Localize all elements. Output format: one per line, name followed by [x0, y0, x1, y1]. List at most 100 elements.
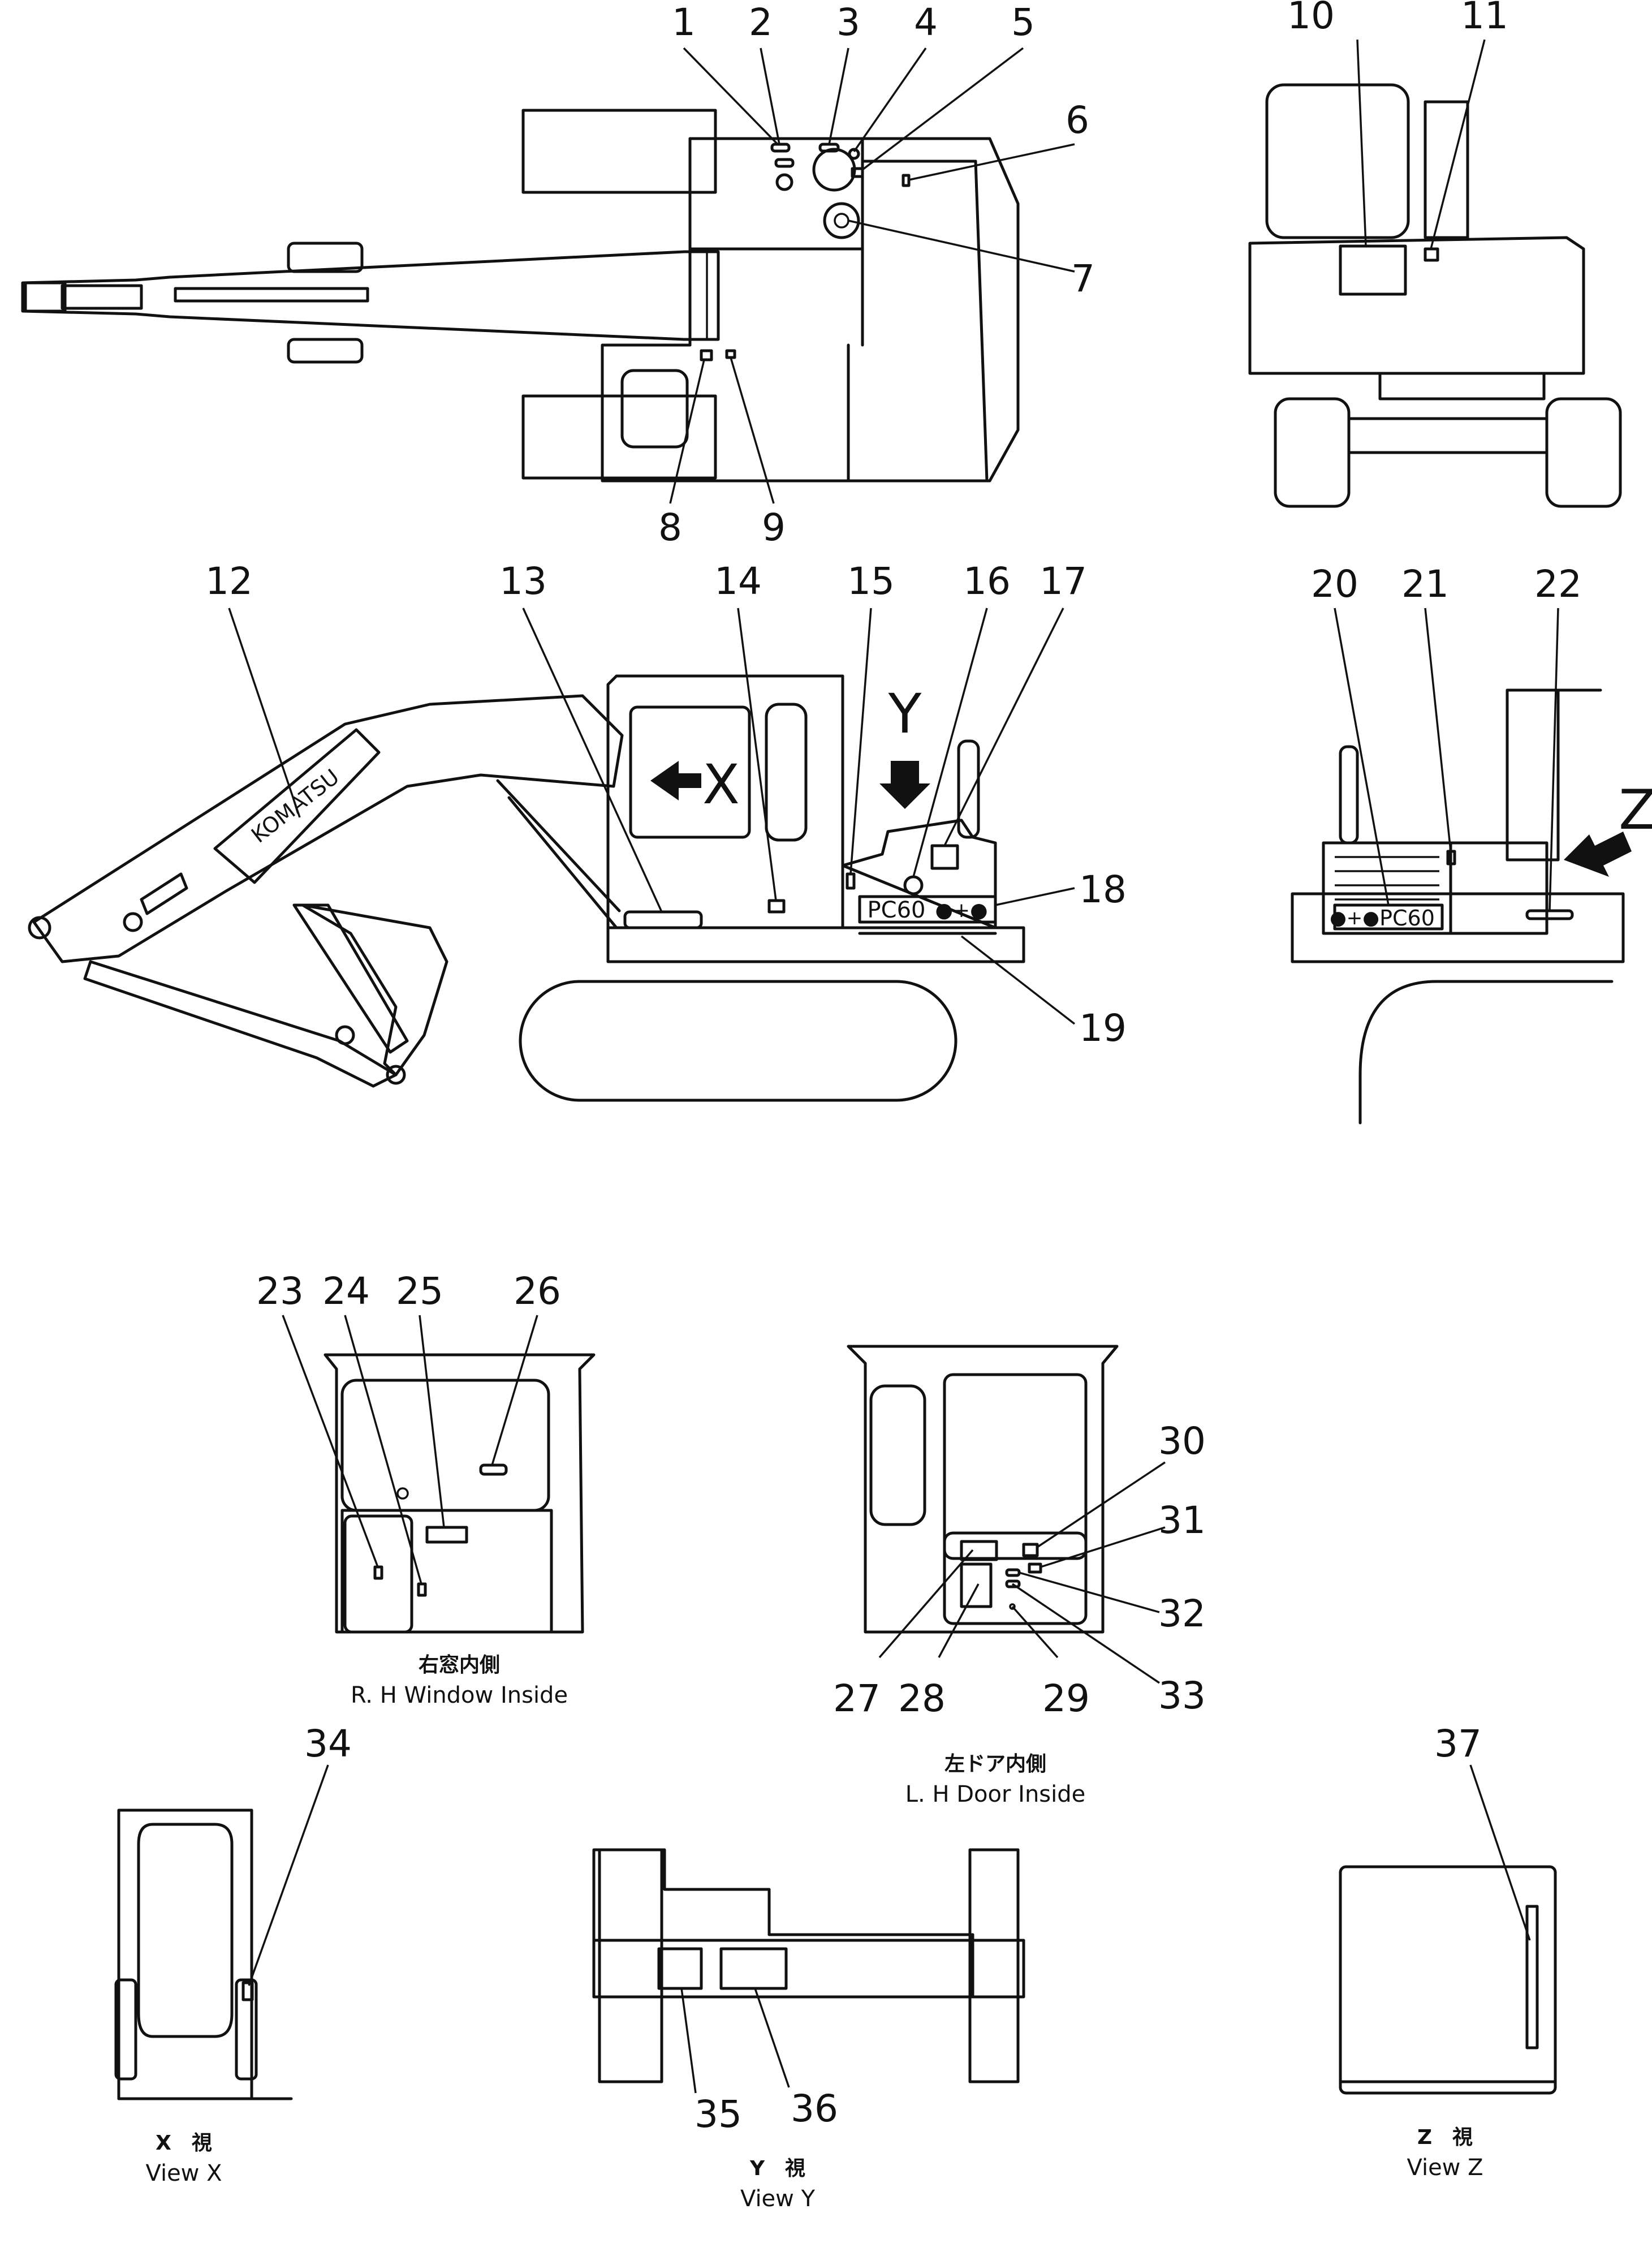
callout-33: 33 — [1158, 1674, 1206, 1717]
caption-view-x-jp: X 視 — [156, 2132, 212, 2155]
callout-24: 24 — [322, 1269, 370, 1313]
decal-18-plate — [858, 895, 997, 924]
view-y-frame — [592, 1848, 974, 1999]
callout-21: 21 — [1401, 562, 1449, 606]
callout-6: 6 — [1066, 98, 1089, 142]
callout-16: 16 — [963, 559, 1011, 603]
caption-view-x-en: View X — [145, 2160, 222, 2186]
rear-side-track — [1358, 980, 1614, 1125]
decal-30-mark — [1022, 1543, 1039, 1557]
callout-23: 23 — [256, 1269, 304, 1313]
view-z-frame — [1339, 1865, 1557, 2095]
decal-14-mark — [767, 899, 786, 914]
decal-25-mark — [425, 1526, 468, 1544]
decal-22-mark — [1525, 909, 1574, 920]
decal-34-mark — [241, 1981, 254, 2001]
callout-37: 37 — [1434, 1722, 1482, 1766]
decal-36-mark — [719, 1947, 788, 1990]
callout-9: 9 — [762, 506, 786, 549]
lh-door-window — [943, 1373, 1088, 1560]
caption-view-z-jp: Z 視 — [1417, 2126, 1473, 2149]
rear-upper-body — [1248, 236, 1585, 375]
caption-rh-window-jp: 右窓内側 — [419, 1654, 500, 1677]
rear-side-frame — [1291, 892, 1625, 963]
callout-11: 11 — [1461, 0, 1508, 37]
boom-cylinder — [507, 796, 618, 929]
callout-19: 19 — [1079, 1006, 1127, 1050]
caption-view-y-jp: Y 視 — [749, 2157, 805, 2180]
callout-29: 29 — [1042, 1677, 1090, 1720]
callout-12: 12 — [205, 559, 253, 603]
callout-20: 20 — [1311, 562, 1358, 606]
callout-31: 31 — [1158, 1499, 1206, 1542]
top-boom — [21, 250, 720, 341]
side-arm — [83, 960, 398, 1088]
decal-37-mark — [1525, 1905, 1539, 2049]
view-x: 34 X 視 View X — [114, 1722, 352, 2186]
model-plate-side: PC60 — [868, 897, 926, 923]
callout-25: 25 — [396, 1269, 443, 1313]
decal-27-mark — [960, 1540, 998, 1561]
decal-23-mark — [373, 1565, 383, 1580]
decal-31-mark — [1028, 1562, 1042, 1574]
callout-4: 4 — [914, 1, 938, 44]
callout-30: 30 — [1158, 1419, 1206, 1463]
caption-lh-door-en: L. H Door Inside — [905, 1781, 1086, 1807]
callout-28: 28 — [898, 1677, 946, 1720]
rh-window-inside-view: 23 24 25 26 右窓内側 R. H Window Inside — [256, 1269, 596, 1708]
lh-door-inside-view: 30 31 32 33 27 28 29 左ドア内側 L. H Door Ins… — [833, 1345, 1206, 1807]
callout-35: 35 — [695, 2092, 742, 2136]
callout-34: 34 — [304, 1722, 352, 1766]
callout-10: 10 — [1287, 0, 1335, 37]
top-upper-body — [601, 137, 1020, 483]
callout-17: 17 — [1039, 559, 1087, 603]
callout-32: 32 — [1158, 1592, 1206, 1635]
callout-13: 13 — [499, 559, 547, 603]
rear-exhaust — [1424, 100, 1469, 239]
view-y: 35 36 Y 視 View Y — [592, 1848, 1025, 2212]
decal-11-mark — [1424, 247, 1439, 262]
view-z-letter: Z — [1619, 778, 1652, 842]
decal-33-mark — [1005, 1579, 1021, 1588]
decal-17-mark — [930, 844, 959, 870]
decal-13-mark — [623, 910, 703, 929]
rear-side-counterweight — [1506, 688, 1560, 862]
decal-4-mark — [848, 148, 860, 160]
view-y-arrow — [879, 761, 930, 809]
top-track-lower — [521, 394, 717, 480]
decal-7-mark — [823, 202, 860, 239]
decal-24-mark — [417, 1582, 427, 1597]
top-view: 1 2 3 4 5 6 7 8 9 — [21, 1, 1095, 549]
callout-27: 27 — [833, 1677, 881, 1720]
decal-32-mark — [1005, 1568, 1021, 1577]
side-exhaust — [957, 739, 980, 839]
callout-18: 18 — [1079, 868, 1127, 911]
side-view: PC60 ●+● X Y KOMATSU 12 13 14 — [28, 559, 1127, 1102]
decal-26-mark — [479, 1463, 508, 1476]
svg-text:●+●: ●+● — [1330, 907, 1379, 929]
rear-side-view: PC60 ●+● Z 20 21 22 — [1291, 562, 1652, 1125]
decal-8-mark — [700, 349, 713, 361]
side-bucket — [301, 903, 448, 1077]
decal-35-mark — [657, 1947, 703, 1990]
callout-1: 1 — [672, 1, 696, 44]
view-z-arrow — [1564, 832, 1632, 877]
caption-view-z-en: View Z — [1407, 2155, 1483, 2181]
callout-26: 26 — [514, 1269, 561, 1313]
view-x-arrow — [650, 761, 701, 800]
side-bucket-link — [292, 903, 409, 1054]
callout-15: 15 — [847, 559, 895, 603]
callout-14: 14 — [714, 559, 762, 603]
view-x-letter: X — [702, 753, 740, 816]
decal-16-mark — [903, 875, 924, 895]
lh-door-frame — [847, 1345, 1119, 1634]
callout-2: 2 — [749, 1, 773, 44]
decal-10-mark — [1339, 244, 1407, 296]
decal-2b-mark — [775, 173, 793, 191]
caption-lh-door-jp: 左ドア内側 — [944, 1752, 1046, 1776]
decal-9-mark — [725, 349, 736, 359]
decal-1-mark — [770, 143, 791, 153]
decal-15-mark — [846, 872, 856, 890]
rear-side-exhaust — [1339, 745, 1359, 845]
